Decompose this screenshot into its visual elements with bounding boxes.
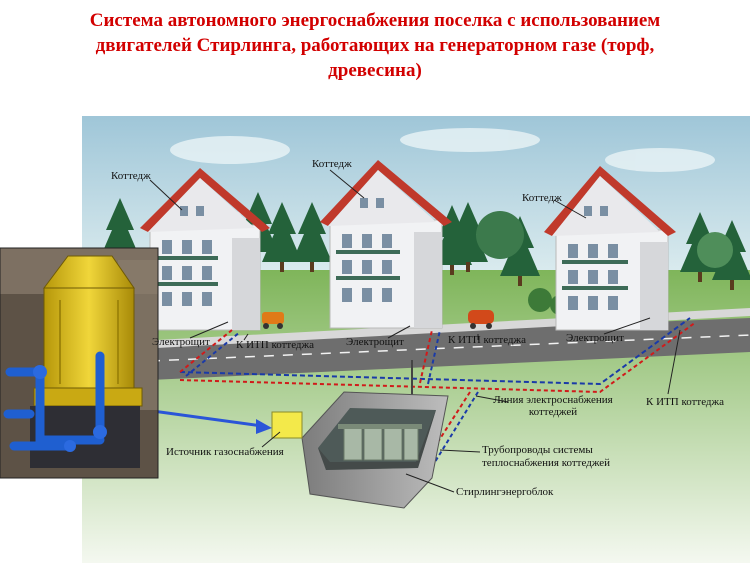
arrow bbox=[137, 407, 272, 434]
page-title: Система автономного энергоснабжения посе… bbox=[0, 8, 750, 83]
label-power-line: Линия электроснабжения коттеджей bbox=[493, 394, 613, 418]
cottage-2 bbox=[320, 160, 452, 329]
title-line-3: древесина) bbox=[328, 60, 422, 81]
label-cottage-2: Коттедж bbox=[312, 158, 352, 170]
gas-source-box bbox=[271, 411, 303, 439]
label-itp-3: К ИТП коттеджа bbox=[646, 396, 725, 408]
title-line-2: двигателей Стирлинга, работающих на гене… bbox=[95, 35, 655, 56]
label-itp-2: К ИТП коттеджа bbox=[448, 334, 527, 346]
cottage-3 bbox=[544, 166, 676, 331]
cottage-1 bbox=[140, 168, 270, 331]
title-line-1: Система автономного энергоснабжения посе… bbox=[89, 10, 661, 31]
clouds bbox=[170, 128, 715, 172]
label-heat-pipes-2: теплоснабжения коттеджей bbox=[482, 457, 611, 469]
label-itp-1: К ИТП коттеджа bbox=[236, 339, 315, 351]
label-stirling-unit: Стирлингэнергоблок bbox=[456, 486, 554, 498]
generator-photo bbox=[0, 247, 159, 479]
label-heat-pipes-1: Трубопроводы системы bbox=[482, 444, 593, 456]
label-electric-panel-3: Электрощит bbox=[566, 332, 624, 344]
label-electric-panel-1: Электрощит bbox=[152, 336, 210, 348]
leader-lines bbox=[149, 169, 681, 493]
stirling-energy-block bbox=[301, 391, 449, 509]
vehicles bbox=[262, 310, 494, 329]
label-gas-source: Источник газоснабжения bbox=[166, 446, 284, 458]
label-cottage-1: Коттедж bbox=[111, 170, 151, 182]
label-cottage-3: Коттедж bbox=[522, 192, 562, 204]
label-electric-panel-2: Электрощит bbox=[346, 336, 404, 348]
